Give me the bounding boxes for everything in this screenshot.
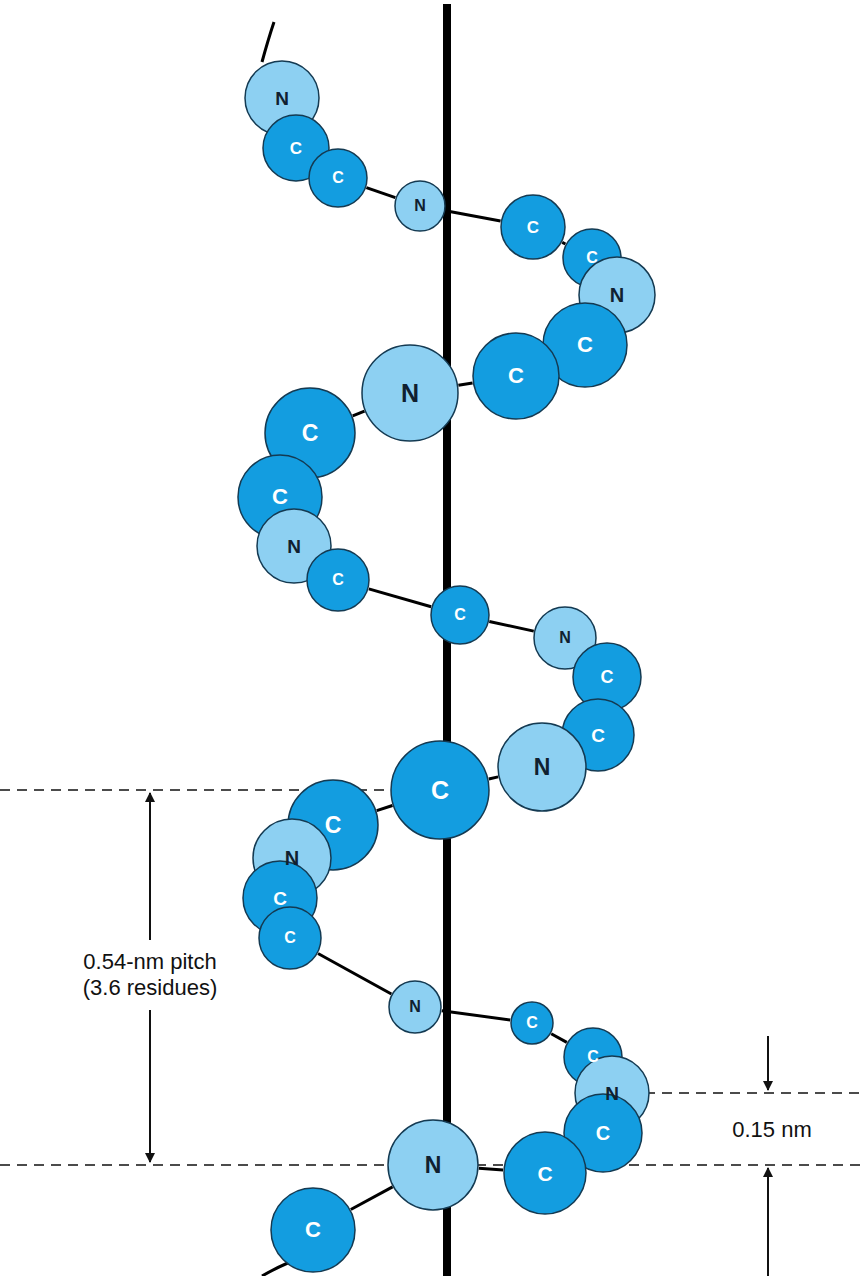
bond-line — [458, 383, 472, 385]
dimension-label: 0.15 nm — [729, 1115, 815, 1145]
atom-symbol: N — [285, 848, 299, 868]
atom-symbol: N — [605, 1084, 619, 1103]
bond-line — [351, 1187, 393, 1210]
atom-symbol: N — [534, 756, 551, 779]
bond-line — [479, 1168, 503, 1170]
dimension-arrow — [149, 793, 151, 940]
chain-tail — [262, 22, 274, 62]
atom-symbol: C — [587, 1049, 599, 1065]
bond-line — [366, 188, 395, 198]
atom-symbol: N — [409, 999, 421, 1015]
nitrogen-atom: N — [387, 1119, 479, 1211]
bond-line — [353, 411, 365, 416]
bond-line — [446, 211, 501, 221]
atom-symbol: C — [290, 140, 302, 157]
atom-symbol: C — [273, 889, 287, 908]
atom-symbol: C — [526, 1015, 538, 1031]
dimension-arrow — [767, 1036, 769, 1090]
bond-line — [377, 806, 393, 811]
bond-line — [489, 777, 498, 779]
atom-symbol: C — [454, 607, 466, 623]
bond-line — [551, 1034, 567, 1043]
carbon-atom: C — [308, 148, 368, 208]
nitrogen-atom: N — [497, 722, 587, 812]
bond-line — [562, 242, 565, 244]
carbon-atom: C — [472, 332, 560, 420]
atom-symbol: C — [332, 572, 344, 588]
atom-symbol: N — [559, 630, 571, 646]
atom-symbol: N — [414, 198, 426, 214]
atom-symbol: C — [577, 334, 593, 356]
nitrogen-atom: N — [394, 180, 446, 232]
atom-symbol: C — [305, 1219, 321, 1241]
atom-symbol: C — [591, 726, 605, 745]
atom-symbol: C — [586, 250, 598, 266]
atom-symbol: C — [537, 1163, 552, 1184]
carbon-atom: C — [500, 194, 566, 260]
atom-symbol: C — [596, 1123, 610, 1143]
carbon-atom: C — [390, 740, 490, 840]
atom-symbol: C — [601, 668, 614, 686]
carbon-atom: C — [510, 1001, 554, 1045]
atom-symbol: N — [425, 1154, 442, 1177]
bond-line — [489, 621, 533, 631]
chain-tail — [262, 1262, 290, 1276]
atom-symbol: C — [325, 814, 342, 837]
atom-symbol: C — [284, 930, 296, 946]
carbon-atom: C — [430, 585, 490, 645]
atom-symbol: C — [332, 170, 344, 186]
atom-symbol: C — [527, 219, 539, 236]
dimension-arrow — [767, 1168, 769, 1276]
atom-symbol: N — [275, 89, 289, 108]
carbon-atom: C — [306, 548, 370, 612]
bond-line — [369, 589, 431, 607]
dimension-arrow — [149, 1010, 151, 1162]
bond-line — [442, 1011, 510, 1020]
atom-symbol: N — [287, 537, 301, 556]
dimension-label: 0.54-nm pitch (3.6 residues) — [62, 947, 238, 1004]
atom-symbol: N — [610, 285, 624, 305]
nitrogen-atom: N — [388, 980, 442, 1034]
carbon-atom: C — [258, 906, 322, 970]
atom-symbol: C — [508, 365, 524, 387]
atom-symbol: N — [401, 381, 419, 406]
atom-symbol: C — [302, 422, 319, 445]
dimension-line — [645, 1092, 860, 1094]
atom-symbol: C — [272, 486, 288, 508]
carbon-atom: C — [503, 1131, 587, 1215]
bond-line — [318, 953, 391, 993]
atom-symbol: C — [431, 778, 449, 803]
carbon-atom: C — [270, 1187, 356, 1273]
nitrogen-atom: N — [361, 344, 459, 442]
